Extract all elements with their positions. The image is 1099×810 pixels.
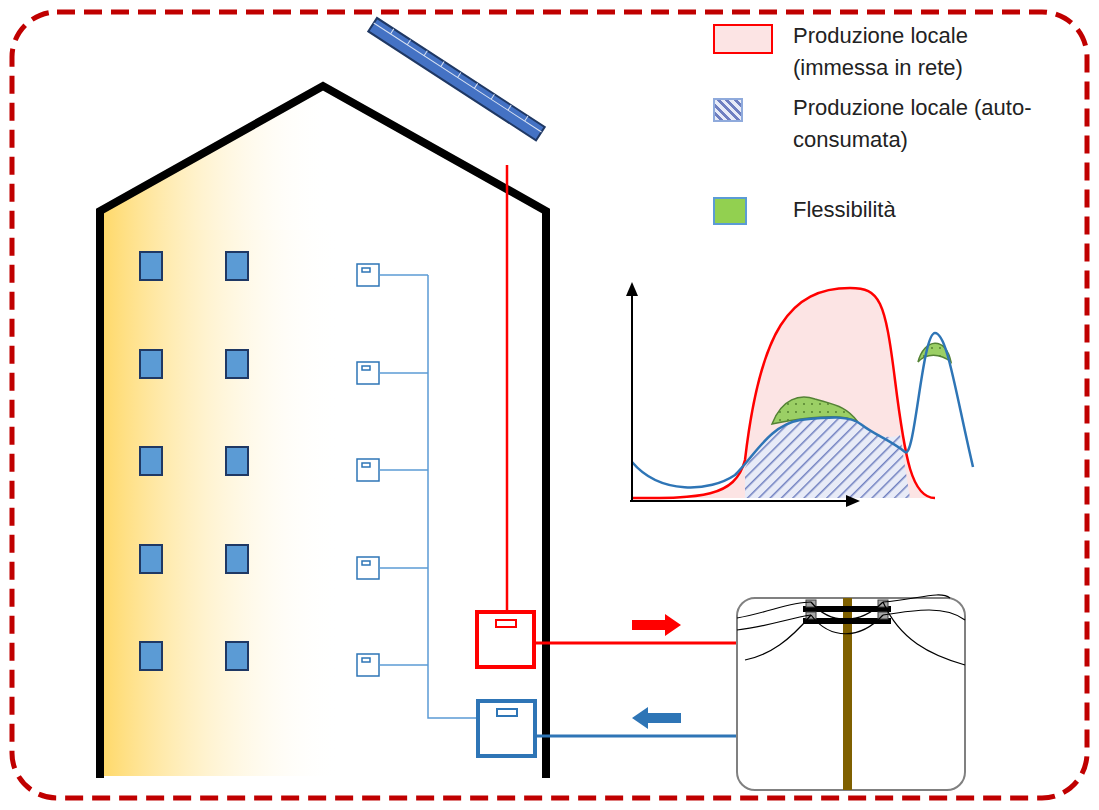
- legend-label: Produzione locale (auto-consumata): [793, 92, 1055, 156]
- meter-wiring: [379, 275, 478, 718]
- frame: [12, 12, 1087, 798]
- roof-shade: [100, 86, 330, 230]
- export-line: [534, 642, 737, 645]
- production-wire: [506, 165, 509, 612]
- load-chart: [626, 282, 973, 507]
- legend-swatch: [713, 24, 773, 54]
- import-arrow: [632, 707, 681, 729]
- import-line: [535, 735, 737, 738]
- building-outline: [100, 86, 546, 778]
- production-meter: [477, 612, 534, 667]
- legend-swatch: [713, 197, 747, 225]
- utility-pole: [737, 595, 965, 790]
- solar-panel: [368, 18, 544, 140]
- consumption-meter: [478, 701, 535, 756]
- legend-label: Produzione locale (immessa in rete): [793, 20, 1055, 84]
- export-arrow: [632, 614, 681, 636]
- legend-label: Flessibilità: [793, 194, 1055, 226]
- windows: [140, 252, 248, 670]
- grid-box: [737, 598, 965, 790]
- legend-swatch: [713, 98, 743, 122]
- wall-shade: [100, 230, 340, 776]
- apartment-meters: [357, 264, 379, 676]
